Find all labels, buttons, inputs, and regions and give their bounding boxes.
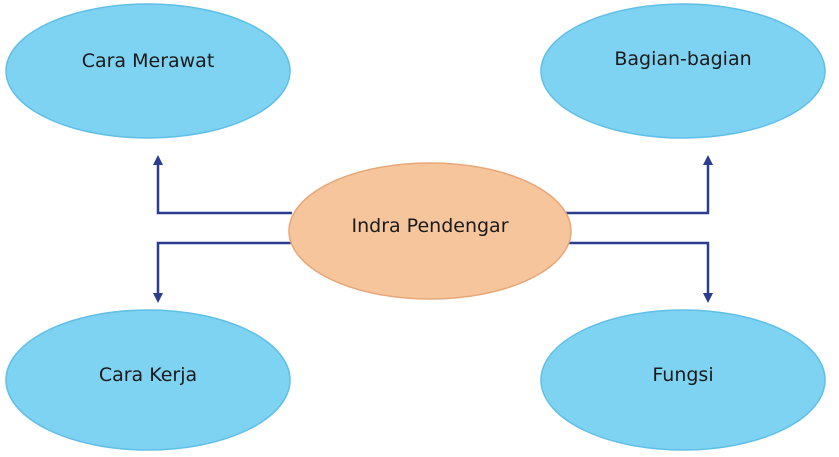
connectors bbox=[153, 155, 713, 303]
node-bagian-bagian: Bagian-bagian bbox=[540, 3, 826, 139]
connector-bottom-right bbox=[566, 241, 713, 303]
connector-top-right bbox=[566, 155, 713, 215]
node-label-bagian-bagian: Bagian-bagian bbox=[614, 48, 751, 70]
connector-bottom-left bbox=[153, 241, 292, 303]
center-node-label: Indra Pendengar bbox=[351, 215, 508, 237]
node-cara-kerja: Cara Kerja bbox=[5, 309, 291, 451]
node-label-cara-merawat: Cara Merawat bbox=[82, 50, 215, 72]
connector-top-left bbox=[153, 155, 292, 215]
center-node-indra-pendengar: Indra Pendengar bbox=[288, 162, 572, 300]
node-fungsi: Fungsi bbox=[540, 309, 826, 451]
node-label-cara-kerja: Cara Kerja bbox=[99, 364, 197, 386]
node-label-fungsi: Fungsi bbox=[652, 364, 713, 386]
node-cara-merawat: Cara Merawat bbox=[5, 3, 291, 139]
